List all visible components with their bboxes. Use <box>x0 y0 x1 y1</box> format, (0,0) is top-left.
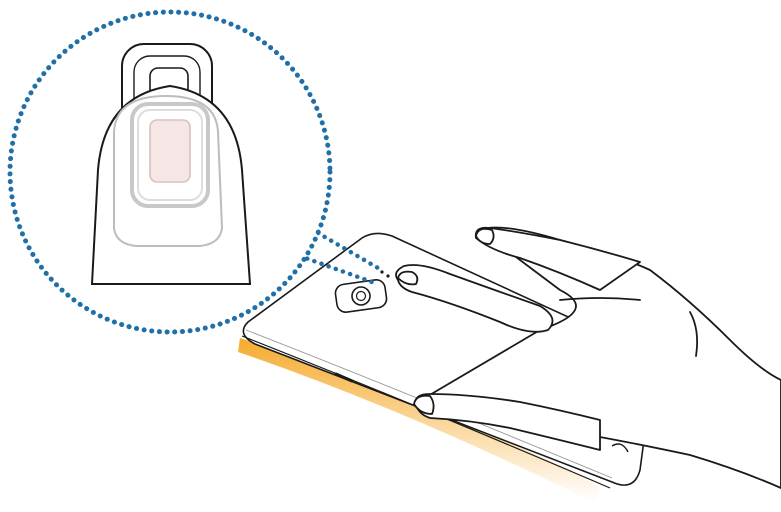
sensor-pad <box>150 120 190 182</box>
phone-sensor-dot <box>386 274 389 277</box>
hand-middle-fingernail <box>476 229 494 244</box>
zoom-callout <box>10 12 330 332</box>
camera-lens-icon <box>334 279 387 314</box>
phone-sensor-dot <box>380 270 383 273</box>
